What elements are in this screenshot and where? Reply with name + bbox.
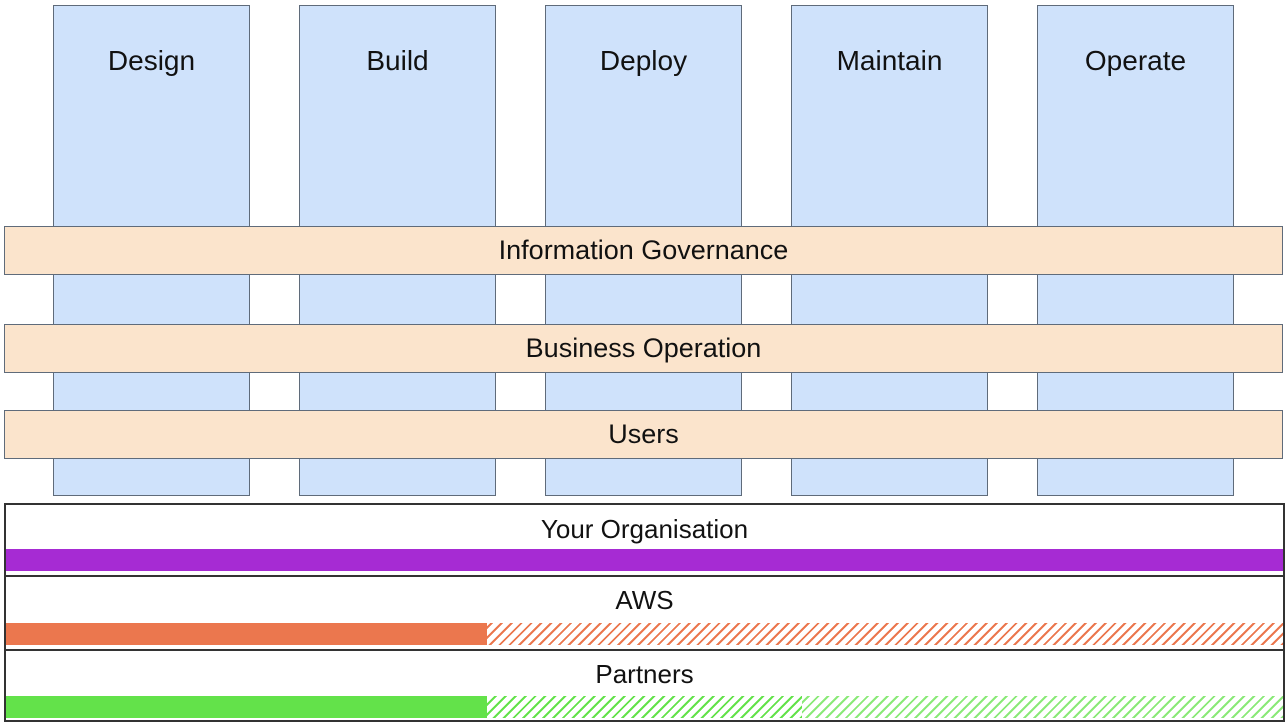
responsibility-segment-partners-2 bbox=[487, 696, 802, 718]
responsibility-segment-aws-2 bbox=[487, 623, 1283, 645]
responsibility-segment-partners-1 bbox=[6, 696, 488, 718]
responsibility-bar-your-organisation bbox=[6, 549, 1283, 571]
responsibility-segment-your-organisation-1 bbox=[6, 549, 1283, 571]
layer-band-information-governance: Information Governance bbox=[4, 226, 1283, 275]
responsibility-row-partners: Partners bbox=[6, 649, 1283, 722]
lifecycle-label-design: Design bbox=[107, 45, 196, 76]
responsibility-bar-partners bbox=[6, 696, 1283, 718]
layer-band-users: Users bbox=[4, 410, 1283, 459]
responsibility-label-partners: Partners bbox=[595, 659, 694, 689]
lifecycle-label-operate: Operate bbox=[1084, 45, 1187, 76]
responsibility-bar-aws bbox=[6, 623, 1283, 645]
responsibility-label-your-organisation: Your Organisation bbox=[540, 514, 749, 544]
responsibility-row-your-organisation: Your Organisation bbox=[6, 505, 1283, 575]
layer-band-business-operation: Business Operation bbox=[4, 324, 1283, 373]
responsibility-segment-aws-1 bbox=[6, 623, 488, 645]
responsibility-panel: Your Organisation AWS Partners bbox=[4, 503, 1285, 722]
lifecycle-label-build: Build bbox=[366, 45, 429, 76]
lifecycle-label-deploy: Deploy bbox=[599, 45, 688, 76]
lifecycle-label-maintain: Maintain bbox=[836, 45, 943, 76]
responsibility-segment-partners-3 bbox=[801, 696, 1283, 718]
responsibility-row-aws: AWS bbox=[6, 575, 1283, 649]
responsibility-label-aws: AWS bbox=[615, 585, 674, 615]
